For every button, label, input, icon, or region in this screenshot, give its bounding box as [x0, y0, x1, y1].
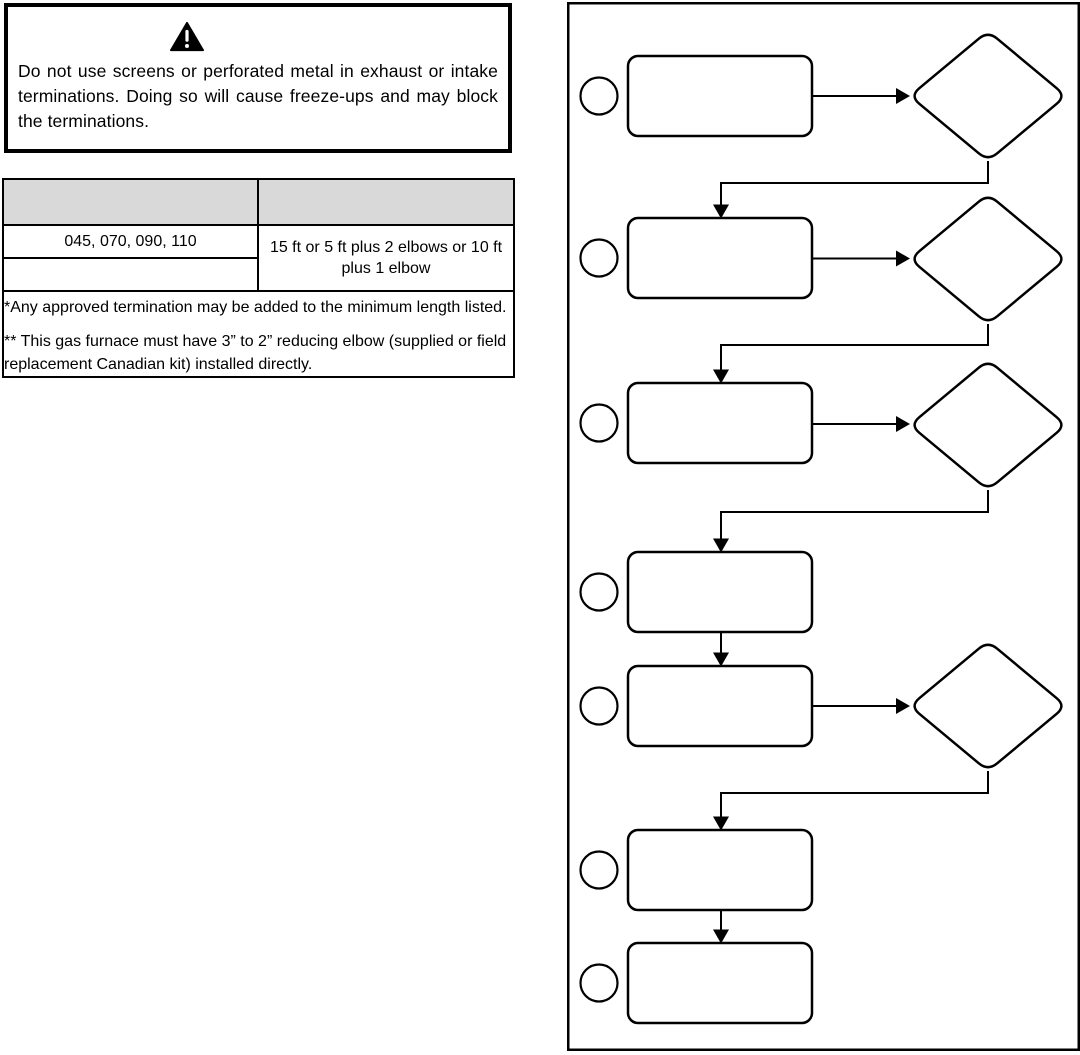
- arrow-box6-to-box7: [713, 910, 729, 944]
- vent-length-table: 045, 070, 090, 110 15 ft or 5 ft plus 2 …: [2, 178, 515, 378]
- process-box-4: [626, 550, 814, 634]
- step-circle-3: [579, 403, 619, 443]
- process-box-6: [626, 828, 814, 912]
- decision-diamond-4: [913, 643, 1063, 769]
- step-circle-5: [579, 686, 619, 726]
- warning-box: Do not use screens or perforated metal i…: [4, 3, 512, 153]
- step-circle-6: [579, 850, 619, 890]
- decision-diamond-3: [913, 362, 1063, 488]
- step-circle-1: [579, 76, 619, 116]
- table-row: [2, 257, 514, 292]
- header-cell-model: [2, 178, 259, 226]
- connector-diamond4-to-box6: [713, 771, 989, 831]
- table-header-row: [2, 178, 515, 226]
- footnotes-cell: *Any approved termination may be added t…: [2, 290, 515, 378]
- arrow-box4-to-box5: [713, 632, 729, 667]
- warning-triangle-icon: [170, 21, 204, 52]
- process-box-1: [626, 54, 814, 138]
- process-box-7: [626, 941, 814, 1025]
- process-box-2: [626, 216, 814, 300]
- decision-diamond-1: [913, 33, 1063, 159]
- process-box-3: [626, 381, 814, 465]
- empty-model-cell: [2, 257, 259, 292]
- connector-diamond1-to-box2: [713, 161, 989, 219]
- process-box-5: [626, 664, 814, 748]
- table-row: 045, 070, 090, 110 15 ft or 5 ft plus 2 …: [2, 224, 515, 292]
- arrow-box3-to-diamond3: [812, 416, 910, 432]
- warning-text: Do not use screens or perforated metal i…: [18, 61, 498, 131]
- table-footnote-row: *Any approved termination may be added t…: [2, 290, 515, 378]
- footnote-1: *Any approved termination may be added t…: [4, 299, 507, 316]
- arrow-box5-to-diamond4: [812, 698, 910, 714]
- footnote-2: ** This gas furnace must have 3” to 2” r…: [4, 333, 507, 373]
- connector-diamond2-to-box3: [713, 324, 989, 384]
- step-circle-4: [579, 572, 619, 612]
- step-circle-2: [579, 238, 619, 278]
- connector-diamond3-to-box4: [713, 490, 989, 553]
- model-numbers-cell: 045, 070, 090, 110: [2, 224, 259, 259]
- flowchart-panel: [567, 2, 1080, 1051]
- header-cell-length: [257, 178, 515, 226]
- step-circle-7: [579, 963, 619, 1003]
- arrow-box1-to-diamond1: [812, 88, 910, 104]
- min-length-cell: 15 ft or 5 ft plus 2 elbows or 10 ft plu…: [257, 224, 515, 292]
- decision-diamond-2: [913, 196, 1063, 322]
- arrow-box2-to-diamond2: [812, 250, 910, 267]
